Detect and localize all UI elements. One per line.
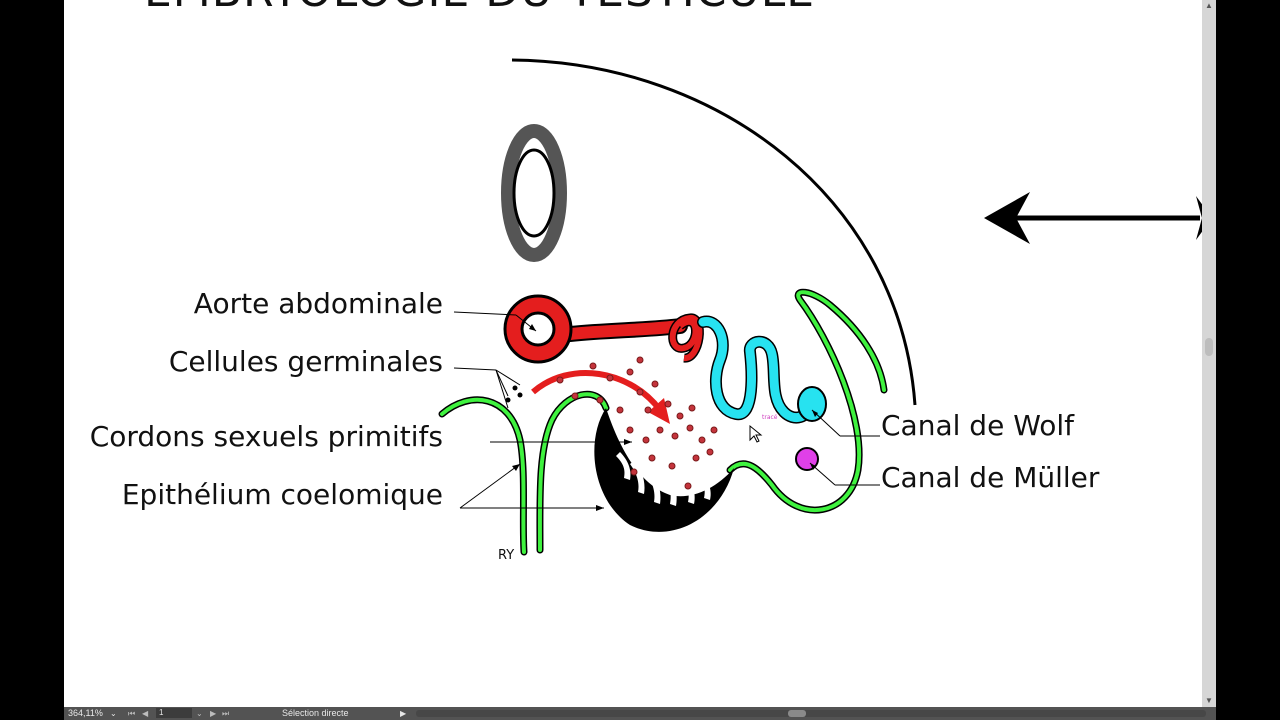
label-epithelium: Epithélium coelomique — [121, 478, 443, 511]
cursor-hint: tracé — [762, 414, 778, 421]
gonadal-ridge — [594, 408, 734, 532]
coelomic-epithelium-middle — [536, 390, 610, 554]
vertical-scrollbar[interactable]: ▲ ▼ — [1202, 0, 1216, 707]
testis-embryology-diagram — [438, 58, 1202, 556]
next-page-icon[interactable]: ▶ — [210, 709, 217, 718]
horizontal-scroll-thumb[interactable] — [788, 710, 806, 717]
label-aorte: Aorte abdominale — [193, 287, 443, 320]
embryo-body-outline — [511, 58, 917, 406]
zoom-level[interactable]: 364,11% — [68, 708, 103, 718]
dropdown-arrow-icon[interactable]: ⌄ — [110, 709, 117, 718]
scroll-up-icon[interactable]: ▲ — [1205, 1, 1213, 10]
scroll-thumb[interactable] — [1205, 338, 1213, 356]
first-page-icon[interactable]: ⏮ — [128, 709, 136, 718]
page-number-field[interactable]: 1 — [156, 708, 192, 718]
artboard-canvas[interactable]: EMBRYOLOGIE DU TESTICULE Aorte abdominal… — [64, 0, 1202, 707]
prev-page-icon[interactable]: ◀ — [142, 709, 149, 718]
dropdown-arrow-icon[interactable]: ⌄ — [196, 709, 203, 718]
label-cordons: Cordons sexuels primitifs — [89, 420, 443, 453]
right-margin — [1216, 0, 1280, 720]
leader-arrowheads — [512, 324, 818, 511]
label-ry: RY — [498, 548, 515, 563]
leader-lines — [453, 311, 880, 509]
label-muller: Canal de Müller — [881, 461, 1100, 494]
label-wolf: Canal de Wolf — [881, 409, 1075, 442]
primitive-sex-cords — [616, 452, 711, 506]
left-arrow-icon — [984, 192, 1030, 244]
play-icon[interactable]: ▶ — [400, 709, 407, 718]
horizontal-scrollbar[interactable] — [416, 710, 1206, 717]
page-title: EMBRYOLOGIE DU TESTICULE — [144, 0, 815, 17]
wolffian-duct-lumen — [797, 386, 827, 422]
scroll-down-icon[interactable]: ▼ — [1205, 696, 1213, 705]
status-bar: 364,11% ⌄ ⏮ ◀ 1 ⌄ ▶ ⏭ Sélection directe … — [64, 707, 1216, 720]
label-cellules: Cellules germinales — [168, 345, 443, 378]
tool-mode: Sélection directe — [282, 708, 349, 718]
right-arrow-icon — [1196, 196, 1202, 240]
double-arrow-icon — [984, 192, 1202, 244]
last-page-icon[interactable]: ⏭ — [222, 709, 230, 718]
migration-arrow — [531, 370, 663, 412]
germ-cells — [505, 356, 718, 490]
cursor-icon — [749, 424, 763, 443]
